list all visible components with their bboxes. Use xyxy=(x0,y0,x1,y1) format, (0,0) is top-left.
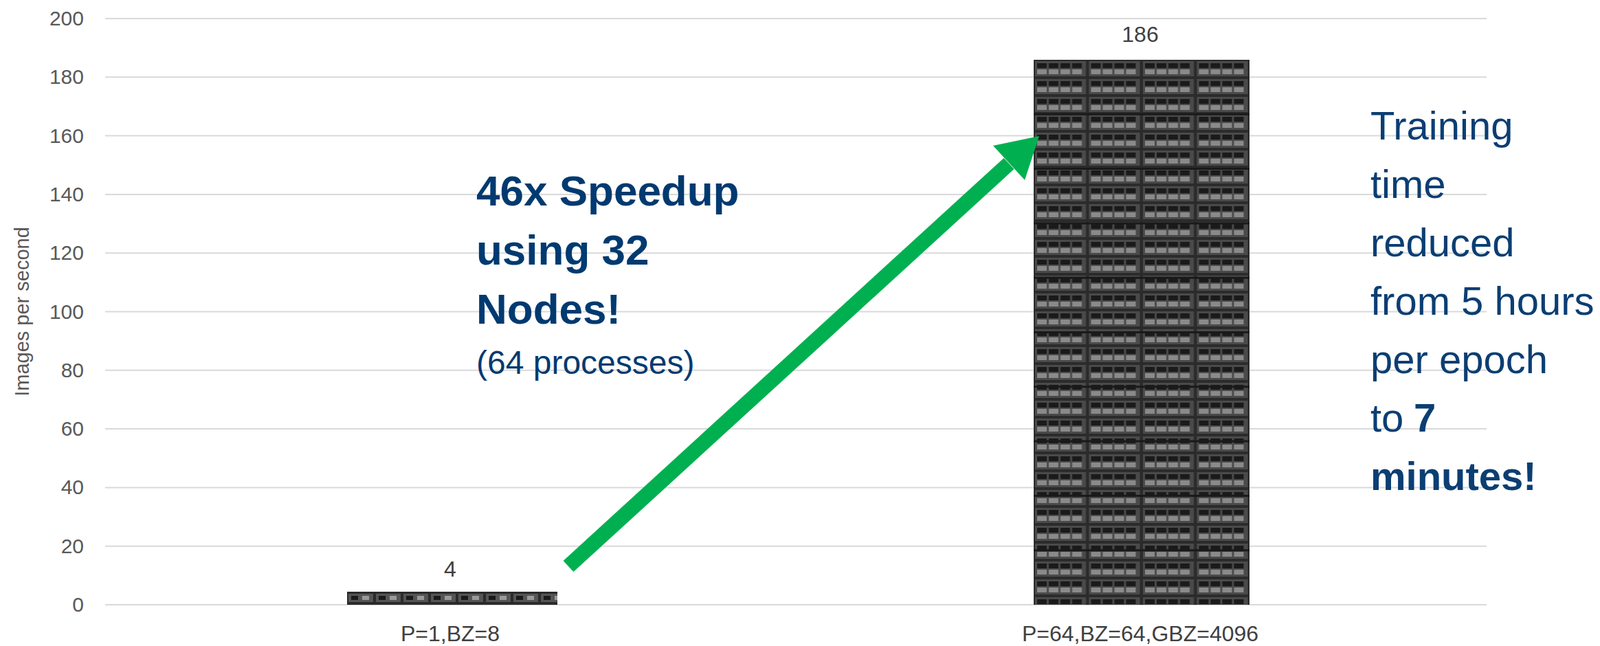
rack-divider xyxy=(1033,276,1250,280)
tick-label: 200 xyxy=(49,6,84,31)
process-note: (64 processes) xyxy=(476,343,695,382)
value-label: 4 xyxy=(443,556,457,583)
rack-divider xyxy=(1033,331,1250,334)
grid-line xyxy=(105,545,1487,548)
training-note: Training time reduced from 5 hours per e… xyxy=(1370,96,1595,506)
training-text: Training time reduced from 5 hours per e… xyxy=(1370,103,1595,440)
grid-line xyxy=(105,76,1487,78)
grid-line xyxy=(105,486,1487,488)
grid-line xyxy=(105,252,1487,254)
rack-divider xyxy=(1033,440,1250,443)
grid-line xyxy=(105,17,1487,20)
rack-dividers xyxy=(1033,114,1250,550)
rack-divider xyxy=(1033,385,1250,388)
tick-label: 120 xyxy=(49,241,84,265)
grid-lines xyxy=(105,18,1487,605)
tick-label: 180 xyxy=(49,65,84,89)
grid-line xyxy=(105,311,1487,313)
grid-line xyxy=(105,193,1487,196)
grid-line xyxy=(105,369,1487,372)
rack-bar xyxy=(1033,59,1250,605)
rack-divider xyxy=(1033,113,1250,116)
axis-title: Images per second xyxy=(10,226,34,397)
grid-line xyxy=(105,604,1487,606)
tick-label: 0 xyxy=(72,593,84,617)
server-bar xyxy=(347,591,558,605)
tick-label: 100 xyxy=(49,300,84,324)
tick-label: 80 xyxy=(61,358,84,383)
value-label: 186 xyxy=(1121,21,1159,48)
category-label: P=64,BZ=64,GBZ=4096 xyxy=(1021,621,1259,646)
arrow-head xyxy=(993,136,1040,181)
tick-label: 140 xyxy=(49,182,84,207)
grid-line xyxy=(105,135,1487,137)
category-label: P=1,BZ=8 xyxy=(400,621,500,646)
rack-divider xyxy=(1033,221,1250,225)
tick-label: 40 xyxy=(61,475,84,499)
tick-label: 20 xyxy=(61,534,84,559)
rack-divider xyxy=(1033,167,1250,170)
grid-line xyxy=(105,428,1487,430)
speedup-note: 46x Speedup using 32 Nodes! xyxy=(476,161,800,339)
tick-label: 160 xyxy=(49,124,84,148)
tick-label: 60 xyxy=(61,417,84,441)
rack-divider xyxy=(1033,494,1250,497)
rack-divider xyxy=(1033,549,1250,552)
